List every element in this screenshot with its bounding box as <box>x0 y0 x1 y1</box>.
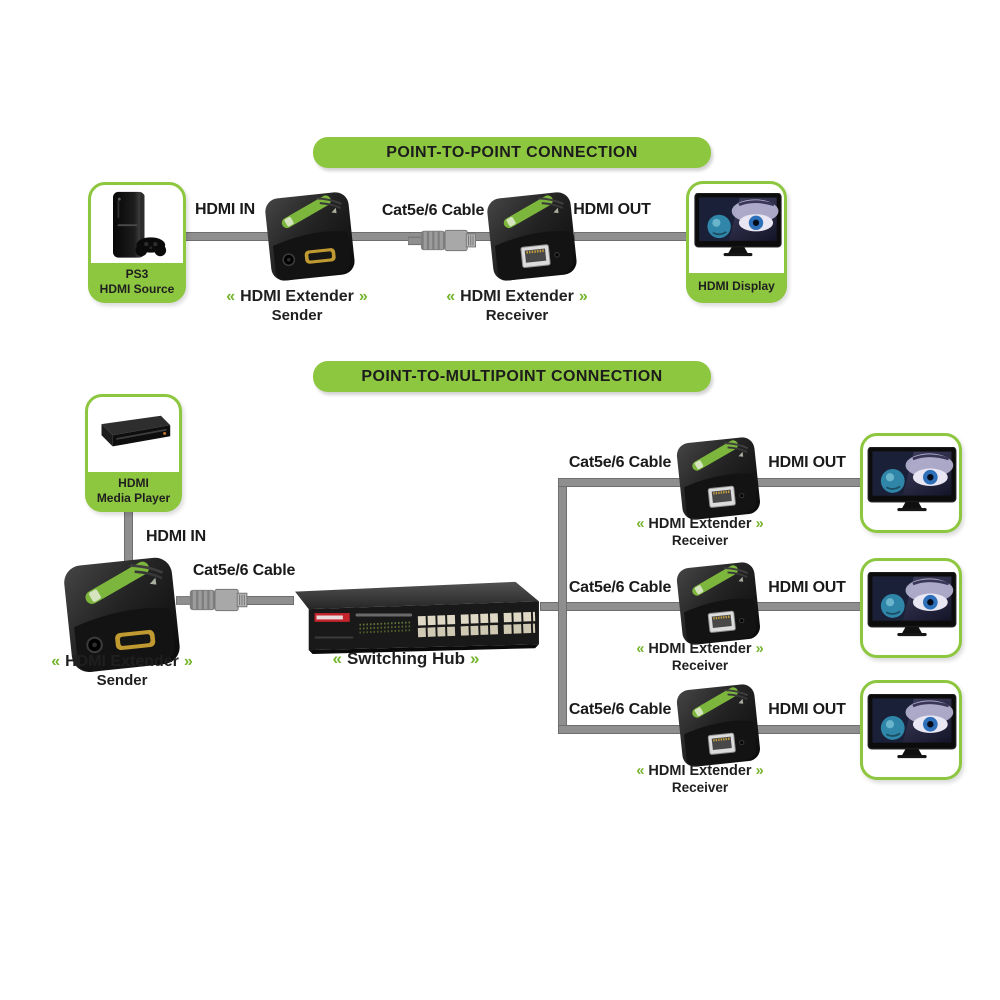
p2p-sender-caption-line2: Sender <box>271 307 323 324</box>
media-player-label: HDMI Media Player <box>88 472 179 509</box>
hdmi-display-label: HDMI Display <box>689 273 784 300</box>
branch3-receiver-caption: « HDMI Extender » Receiver <box>615 763 785 795</box>
ps3-source-label: PS3 HDMI Source <box>91 263 183 300</box>
p2p-cat5-cable-label: Cat5e/6 Cable <box>381 202 485 219</box>
branch2-receiver-caption: « HDMI Extender » Receiver <box>615 641 785 673</box>
media-player-image <box>101 415 171 447</box>
switching-hub-caption-text: Switching Hub <box>346 649 466 668</box>
switching-hub-caption: « Switching Hub » <box>321 649 491 669</box>
p2p-title-banner: POINT-TO-POINT CONNECTION <box>313 137 711 168</box>
branch1-cat5-label: Cat5e/6 Cable <box>568 454 672 471</box>
branch3-monitor-image <box>866 694 958 760</box>
branch2-hdmi-out-label: HDMI OUT <box>768 579 846 596</box>
p2p-receiver-caption-line2: Receiver <box>485 307 549 324</box>
hdmi-display-label-text: HDMI Display <box>698 279 775 294</box>
chevron-left-icon: « <box>446 288 456 305</box>
p2p-receiver-caption-line1: HDMI Extender <box>460 288 574 305</box>
branch3-receiver-caption-line1: HDMI Extender <box>648 763 752 779</box>
branch2-cat5-label: Cat5e/6 Cable <box>568 579 672 596</box>
branch2-extender-receiver-device <box>671 561 766 647</box>
chevron-right-icon: » <box>755 763 764 779</box>
branch3-hdmi-out-label: HDMI OUT <box>768 701 846 718</box>
branch3-extender-receiver-device <box>671 683 766 769</box>
branch1-receiver-caption-line1: HDMI Extender <box>648 516 752 532</box>
branch3-receiver-caption-line2: Receiver <box>671 780 729 795</box>
p2mp-cat5-cable-label: Cat5e/6 Cable <box>192 562 296 579</box>
ps3-source-label-line2: HDMI Source <box>99 281 175 296</box>
chevron-right-icon: » <box>183 653 193 670</box>
p2p-sender-caption-line1: HDMI Extender <box>240 288 354 305</box>
p2p-hdmi-out-label: HDMI OUT <box>573 201 651 218</box>
branch2-receiver-caption-line2: Receiver <box>671 658 729 673</box>
p2p-rj45-plug <box>408 226 482 254</box>
branch2-receiver-caption-line1: HDMI Extender <box>648 641 752 657</box>
trunk-cable-line <box>558 478 567 734</box>
branch1-display-box <box>860 433 962 533</box>
p2mp-sender-caption: « HDMI Extender » Sender <box>37 653 207 689</box>
branch3-display-box <box>860 680 962 780</box>
media-player-box: HDMI Media Player <box>85 394 182 512</box>
p2p-receiver-caption: « HDMI Extender » Receiver <box>432 288 602 324</box>
chevron-left-icon: « <box>636 763 645 779</box>
p2mp-sender-caption-line1: HDMI Extender <box>65 653 179 670</box>
chevron-left-icon: « <box>332 649 342 668</box>
chevron-left-icon: « <box>226 288 236 305</box>
branch3-cat5-label: Cat5e/6 Cable <box>568 701 672 718</box>
branch1-receiver-caption-line2: Receiver <box>671 533 729 548</box>
chevron-left-icon: « <box>51 653 61 670</box>
p2mp-sender-caption-line2: Sender <box>96 672 148 689</box>
ps3-source-label-line1: PS3 <box>125 266 149 281</box>
chevron-right-icon: » <box>578 288 588 305</box>
chevron-right-icon: » <box>755 641 764 657</box>
hdmi-display-monitor-image <box>693 193 783 258</box>
p2p-hdmi-out-cable <box>574 232 694 241</box>
p2p-sender-caption: « HDMI Extender » Sender <box>212 288 382 324</box>
chevron-left-icon: « <box>636 516 645 532</box>
branch2-display-box <box>860 558 962 658</box>
switching-hub-device <box>286 576 548 656</box>
media-player-label-line1: HDMI <box>118 475 149 490</box>
chevron-right-icon: » <box>755 516 764 532</box>
branch1-hdmi-out-label: HDMI OUT <box>768 454 846 471</box>
p2mp-hdmi-in-label: HDMI IN <box>146 528 206 545</box>
p2p-hdmi-in-label: HDMI IN <box>195 201 255 218</box>
chevron-left-icon: « <box>636 641 645 657</box>
branch1-monitor-image <box>866 447 958 513</box>
chevron-right-icon: » <box>358 288 368 305</box>
p2p-extender-sender-device <box>259 191 361 283</box>
branch1-receiver-caption: « HDMI Extender » Receiver <box>615 516 785 548</box>
branch1-extender-receiver-device <box>671 436 766 522</box>
p2mp-rj45-plug <box>176 585 254 614</box>
ps3-source-box: PS3 HDMI Source <box>88 182 186 303</box>
chevron-right-icon: » <box>470 649 480 668</box>
media-player-label-line2: Media Player <box>96 490 171 505</box>
branch2-monitor-image <box>866 572 958 638</box>
p2mp-title-banner: POINT-TO-MULTIPOINT CONNECTION <box>313 361 711 392</box>
hdmi-display-box: HDMI Display <box>686 181 787 303</box>
